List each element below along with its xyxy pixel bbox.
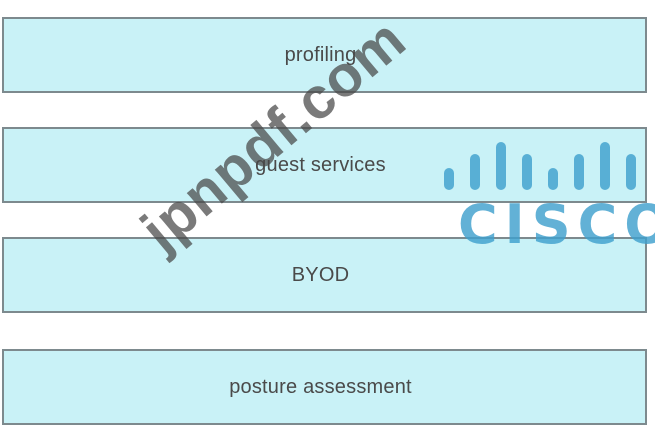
option-label: profiling	[284, 43, 357, 66]
option-guest-services[interactable]: guest services	[2, 127, 647, 203]
option-byod[interactable]: BYOD	[2, 237, 647, 313]
option-posture-assessment[interactable]: posture assessment	[2, 349, 647, 425]
option-profiling[interactable]: profiling	[2, 17, 647, 93]
option-label: BYOD	[291, 263, 350, 286]
option-label: guest services	[255, 153, 386, 176]
option-label: posture assessment	[229, 375, 412, 398]
